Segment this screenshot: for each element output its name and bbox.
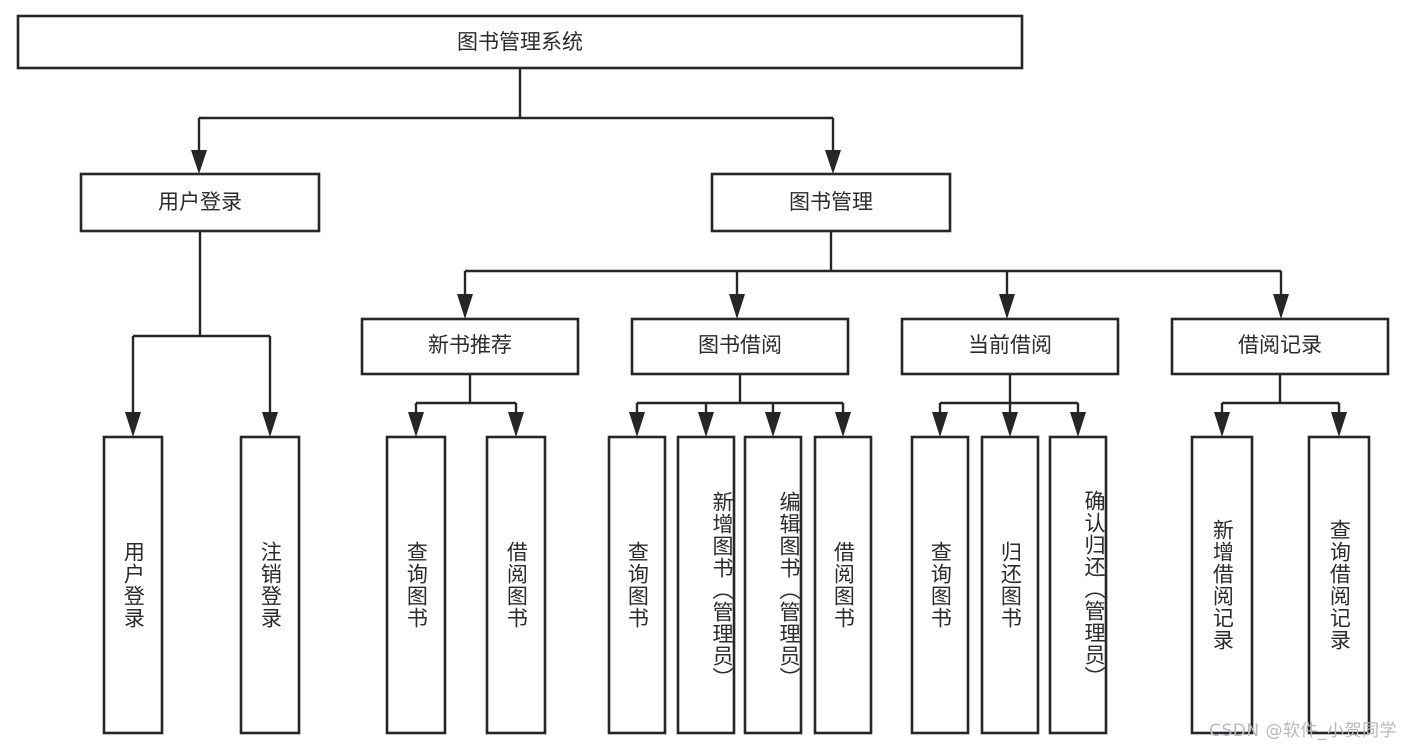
node-new-book-recommend-label: 新书推荐 — [428, 333, 512, 357]
node-user-login-box[interactable] — [79, 172, 321, 233]
connector-book-manage-to-level3 — [457, 231, 1289, 319]
connector-current-borrow-to-leaves — [932, 374, 1086, 437]
leaf-boxes — [102, 435, 1371, 735]
arrow-head-icon — [191, 150, 207, 174]
leaf-edit-book-box[interactable] — [743, 435, 803, 735]
arrow-head-icon — [835, 412, 851, 437]
arrow-head-icon — [1273, 294, 1289, 319]
arrow-head-icon — [999, 294, 1015, 319]
watermark-text: CSDN @软件_小贺同学 — [1209, 721, 1397, 741]
arrow-head-icon — [1331, 412, 1347, 437]
node-root-box[interactable] — [16, 14, 1024, 70]
node-book-borrow[interactable]: 图书借阅 — [630, 317, 850, 376]
leaf-query-book-2-box[interactable] — [607, 435, 667, 735]
arrow-head-icon — [1070, 412, 1086, 437]
leaf-user-login-box[interactable] — [102, 435, 164, 735]
connector-book-borrow-to-leaves — [629, 374, 851, 437]
leaf-borrow-book-2-box[interactable] — [813, 435, 873, 735]
node-borrow-record-label: 借阅记录 — [1238, 333, 1322, 357]
node-new-book-recommend[interactable]: 新书推荐 — [360, 317, 580, 376]
arrow-head-icon — [765, 412, 781, 437]
node-root-label: 图书管理系统 — [457, 30, 583, 54]
leaf-user-logout-box[interactable] — [239, 435, 301, 735]
arrow-head-icon — [1214, 412, 1230, 437]
arrow-head-icon — [932, 412, 948, 437]
connector-root-to-level2 — [191, 68, 841, 174]
node-book-manage-label: 图书管理 — [789, 190, 873, 214]
leaf-add-record-box[interactable] — [1190, 435, 1254, 735]
arrow-head-icon — [825, 150, 841, 174]
arrow-head-icon — [729, 294, 745, 319]
leaf-borrow-book-1-box[interactable] — [485, 435, 547, 735]
node-new-book-recommend-box[interactable] — [360, 317, 580, 376]
arrow-head-icon — [1002, 412, 1018, 437]
node-current-borrow[interactable]: 当前借阅 — [900, 317, 1120, 376]
arrow-head-icon — [508, 412, 524, 437]
node-current-borrow-label: 当前借阅 — [968, 333, 1052, 357]
node-book-borrow-label: 图书借阅 — [698, 333, 782, 357]
leaf-return-book-box[interactable] — [980, 435, 1040, 735]
leaf-confirm-return-box[interactable] — [1048, 435, 1108, 735]
leaf-query-book-1-box[interactable] — [385, 435, 447, 735]
leaf-query-book-3-box[interactable] — [910, 435, 970, 735]
node-borrow-record[interactable]: 借阅记录 — [1170, 317, 1390, 376]
node-book-manage[interactable]: 图书管理 — [710, 172, 952, 233]
arrow-head-icon — [629, 412, 645, 437]
node-user-login[interactable]: 用户登录 — [79, 172, 321, 233]
node-root[interactable]: 图书管理系统 — [16, 14, 1024, 70]
arrow-head-icon — [262, 412, 278, 437]
arrow-head-icon — [125, 412, 141, 437]
arrow-head-icon — [408, 412, 424, 437]
connector-borrow-record-to-leaves — [1214, 374, 1347, 437]
arrow-head-icon — [698, 412, 714, 437]
node-user-login-label: 用户登录 — [158, 190, 242, 214]
arrow-head-icon — [457, 294, 473, 319]
node-current-borrow-box[interactable] — [900, 317, 1120, 376]
connector-user-login-to-leaves — [125, 231, 278, 437]
connector-new-book-recommend-to-leaves — [408, 374, 524, 437]
leaf-add-book-box[interactable] — [676, 435, 736, 735]
leaf-query-record-box[interactable] — [1307, 435, 1371, 735]
